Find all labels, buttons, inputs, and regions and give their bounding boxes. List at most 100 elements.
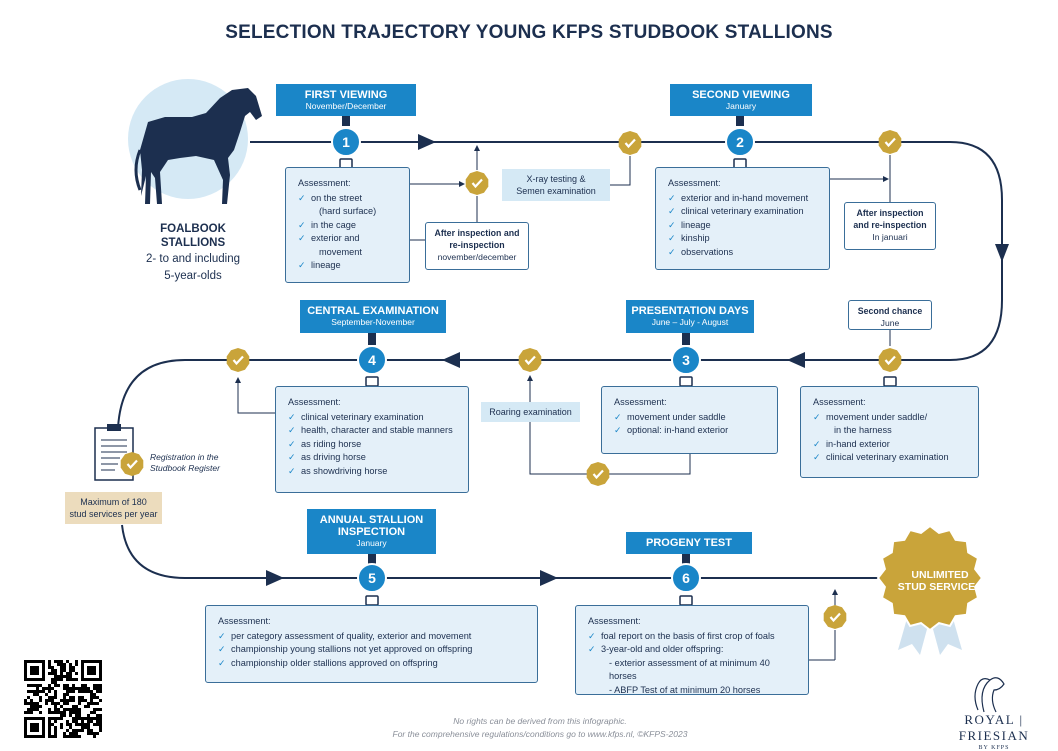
assessment-progeny-test: Assessment: foal report on the basis of … [575, 605, 809, 695]
stage-first-viewing: FIRST VIEWING November/December [276, 84, 416, 116]
assessment-title: Assessment: [298, 178, 351, 188]
stage-name-line1: ANNUAL STALLION [319, 514, 424, 526]
assessment-item: clinical veterinary examination [288, 411, 458, 425]
stage-second-viewing: SECOND VIEWING January [670, 84, 812, 116]
brand-sub: BY KFPS [978, 745, 1010, 751]
stage-number: 5 [368, 570, 376, 586]
stage-name: CENTRAL EXAMINATION [307, 305, 439, 317]
max-services-label: Maximum of 180 stud services per year [65, 492, 162, 524]
note-line1: Second chance [857, 306, 923, 316]
assessment-title: Assessment: [218, 616, 271, 626]
stage-number: 4 [368, 352, 376, 368]
stage-name-line2: INSPECTION [337, 526, 406, 538]
registration-line1: Registration in the [150, 452, 219, 462]
page-title: SELECTION TRAJECTORY YOUNG KFPS STUDBOOK… [225, 22, 833, 43]
note-line2: re-inspection [449, 240, 505, 250]
note-sub: June [880, 318, 900, 328]
assessment-item: movement [319, 246, 362, 257]
checkmark-badge-icon [120, 130, 902, 629]
stage-name: PRESENTATION DAYS [631, 305, 749, 317]
stage-number: 2 [736, 134, 744, 150]
assessment-item: - ABFP Test of at minimum 20 horses [609, 684, 761, 695]
footer-line1: No rights can be derived from this infog… [453, 716, 627, 726]
stage-annual-stallion-inspection: ANNUAL STALLION INSPECTION January [307, 509, 436, 554]
assessment-item: movement under saddle [614, 411, 767, 425]
assessment-central-examination: Assessment: clinical veterinary examinat… [275, 386, 469, 493]
assessment-item: championship young stallions not yet app… [218, 643, 527, 657]
assessment-item: lineage [668, 219, 819, 233]
xray-label: X-ray testing & Semen examination [502, 169, 610, 201]
note-sub: In januari [872, 232, 908, 242]
stage-date: November/December [305, 101, 387, 111]
brand-name-left: ROYAL [964, 712, 1015, 727]
assessment-item: clinical veterinary examination [813, 451, 968, 465]
note-sub: november/december [437, 252, 517, 262]
assessment-item: per category assessment of quality, exte… [218, 630, 527, 644]
brand-name-right: FRIESIAN [958, 728, 1030, 743]
assessment-title: Assessment: [588, 616, 641, 626]
assessment-presentation-days: Assessment: movement under saddle option… [601, 386, 778, 454]
assessment-item: as driving horse [288, 451, 458, 465]
friesian-horse-logo-icon [974, 677, 1005, 713]
foalbook-line4: 5-year-olds [164, 270, 222, 282]
note-after-reinspection-2: After inspection and re-inspection In ja… [844, 202, 936, 250]
stage-name: SECOND VIEWING [692, 89, 790, 101]
note-line2: and re-inspection [853, 220, 927, 230]
assessment-title: Assessment: [813, 397, 866, 407]
xray-line2: Semen examination [516, 186, 596, 196]
assessment-annual-inspection: Assessment: per category assessment of q… [205, 605, 538, 683]
stage-date: June – July - August [651, 317, 729, 327]
stage-name: FIRST VIEWING [304, 89, 388, 101]
assessment-item: (hard surface) [319, 206, 377, 216]
stage-name: PROGENY TEST [646, 537, 732, 549]
assessment-item: exterior and [298, 232, 399, 246]
assessment-item: health, character and stable manners [288, 424, 458, 438]
assessment-second-chance: Assessment: movement under saddle/ in th… [800, 386, 979, 478]
assessment-item: movement under saddle/ [813, 411, 968, 425]
foalbook-label: FOALBOOK STALLIONS 2- to and including 5… [133, 222, 253, 284]
stage-presentation-days: PRESENTATION DAYS June – July - August [626, 300, 754, 333]
unlimited-line1: UNLIMITED [911, 569, 969, 581]
assessment-item: as riding horse [288, 438, 458, 452]
brand-logo: ROYAL | FRIESIAN BY KFPS [930, 712, 1058, 751]
registration-label: Registration in the Studbook Register [150, 452, 240, 474]
note-line1: After inspection and [434, 228, 520, 238]
xray-line1: X-ray testing & [526, 174, 586, 184]
assessment-item: in-hand exterior [813, 438, 968, 452]
unlimited-badge-text: UNLIMITED STUD SERVICES [880, 569, 1000, 593]
roaring-label: Roaring examination [481, 402, 580, 422]
assessment-item: championship older stallions approved on… [218, 657, 527, 671]
assessment-item: kinship [668, 232, 819, 246]
assessment-title: Assessment: [668, 178, 721, 188]
stage-number: 1 [342, 134, 350, 150]
note-after-reinspection-1: After inspection and re-inspection novem… [425, 222, 529, 270]
assessment-item: 3-year-old and older offspring: [588, 643, 798, 657]
foalbook-line3: 2- to and including [146, 253, 240, 265]
stage-progeny-test: PROGENY TEST [626, 532, 752, 554]
stage-central-examination: CENTRAL EXAMINATION September-November [300, 300, 446, 333]
assessment-item: on the street [298, 192, 399, 206]
qr-code-icon [24, 660, 102, 738]
assessment-item: observations [668, 246, 819, 260]
unlimited-line2: STUD SERVICES [897, 581, 983, 593]
foalbook-line1: FOALBOOK [160, 223, 226, 235]
assessment-item: lineage [298, 259, 399, 273]
max-line2: stud services per year [69, 509, 158, 519]
horse-icon [140, 88, 262, 204]
foalbook-line2: STALLIONS [160, 237, 226, 249]
roaring-text: Roaring examination [489, 407, 572, 417]
assessment-title: Assessment: [614, 397, 667, 407]
assessment-item: clinical veterinary examination [668, 205, 819, 219]
assessment-first-viewing: Assessment: on the street (hard surface)… [285, 167, 410, 283]
assessment-item: exterior and in-hand movement [668, 192, 819, 206]
assessment-item: optional: in-hand exterior [614, 424, 767, 438]
note-line1: After inspection [856, 208, 924, 218]
stage-date: January [725, 101, 757, 111]
stage-number: 6 [682, 570, 690, 586]
stage-date: September-November [331, 317, 415, 327]
footer-line2: For the comprehensive regulations/condit… [392, 729, 688, 739]
assessment-item: - exterior assessment of at minimum 40 h… [609, 657, 770, 682]
assessment-second-viewing: Assessment: exterior and in-hand movemen… [655, 167, 830, 270]
assessment-item: as showdriving horse [288, 465, 458, 479]
